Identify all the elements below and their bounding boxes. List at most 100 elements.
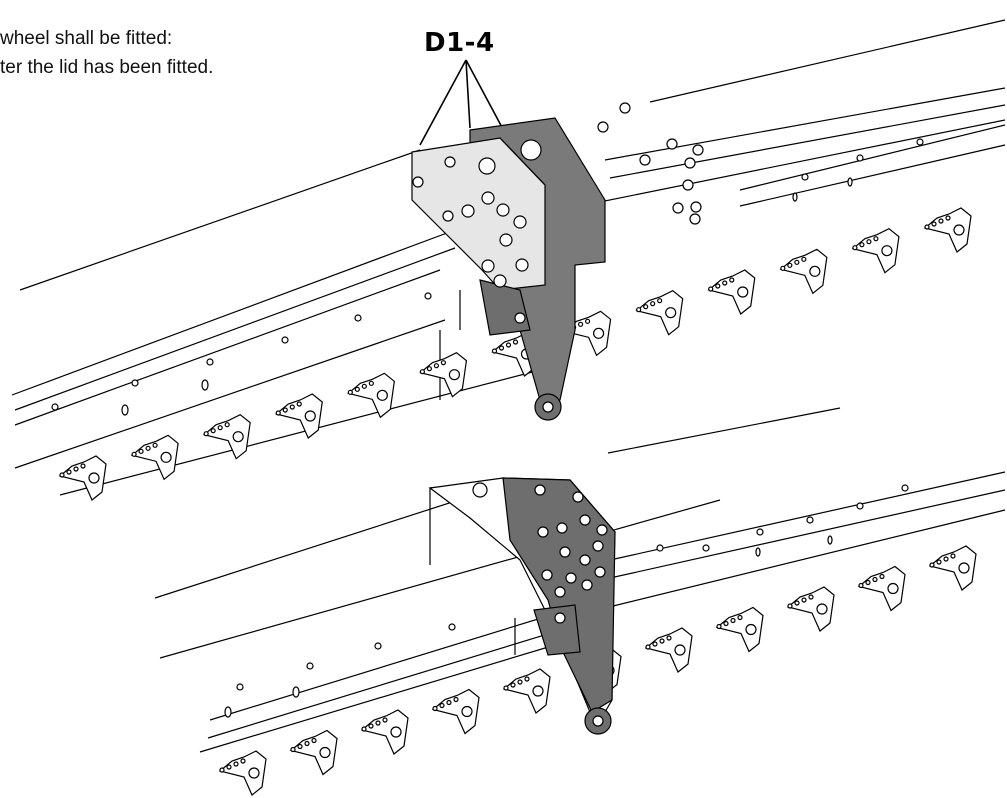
chain-pin (73, 466, 79, 472)
chain-pin (659, 638, 665, 644)
chain-link (644, 627, 693, 673)
chain-pin (929, 562, 935, 568)
chain-pin (368, 380, 374, 386)
chain-pin (289, 404, 295, 410)
upper-bracket-bolts (412, 156, 529, 324)
chain-pin (584, 318, 591, 324)
chain-hole (737, 286, 749, 298)
chain-pin (873, 236, 879, 242)
chain-link (347, 372, 395, 419)
upper-wheel-hub (542, 401, 554, 413)
chain-pin (296, 401, 302, 407)
chain-pin (290, 746, 296, 753)
chain-pin (433, 363, 440, 369)
chain-pin (226, 764, 232, 770)
chain-hole (376, 389, 388, 401)
chain-pin (80, 463, 86, 469)
chain-link (563, 310, 612, 357)
upper-bracket (411, 117, 606, 421)
chain-pin (945, 215, 951, 221)
chain-pin (708, 286, 714, 292)
chain-link (202, 413, 251, 460)
chain-pin (657, 298, 663, 304)
chain-link (419, 351, 468, 398)
chain-link (635, 289, 684, 336)
chain-pin (936, 559, 942, 565)
chain-pin (440, 360, 447, 366)
chain-pin (382, 717, 388, 723)
chain-pin (210, 428, 216, 434)
chain-pin (361, 726, 367, 732)
chain-hole (461, 705, 473, 718)
chain-link (130, 434, 179, 481)
chain-link (58, 455, 107, 501)
chain-hole (887, 582, 899, 595)
lower-assembly (154, 407, 1006, 796)
chain-pin (524, 676, 530, 682)
chain-pin (297, 743, 303, 750)
chain-pin (304, 740, 310, 747)
upper-assembly (11, 19, 1006, 501)
chain-pin (354, 386, 360, 392)
chain-pin (723, 620, 729, 627)
upper-rail-bolts (51, 138, 924, 416)
chain-pin (931, 221, 937, 227)
chain-hole (953, 224, 965, 236)
chain-pin (432, 705, 438, 712)
instruction-note-line1: wheel shall be fitted: (0, 28, 173, 49)
chain-pin (859, 242, 865, 248)
chain-pin (131, 451, 137, 457)
chain-pin (650, 301, 656, 307)
chain-hole (745, 623, 757, 636)
chain-hole (816, 603, 828, 615)
chain-pin (872, 576, 878, 583)
chain-pin (794, 259, 800, 265)
lower-bracket-bolts (534, 484, 608, 624)
leader-line-2 (465, 59, 471, 129)
chain-hole (248, 767, 260, 779)
chain-pin (794, 600, 800, 606)
upper-rod-bolts (597, 102, 704, 225)
chain-hole (665, 307, 677, 319)
chain-pin (787, 603, 793, 609)
lower-wheel-hub (592, 715, 604, 727)
lower-clip (533, 604, 581, 656)
chain-pin (517, 679, 523, 685)
callout-label: D1-4 (424, 28, 495, 58)
chain-pin (722, 280, 728, 286)
chain-link (707, 269, 756, 315)
chain-pin (419, 369, 426, 375)
chain-pin (426, 366, 433, 372)
chain-link (857, 565, 906, 612)
upper-rails (11, 19, 1006, 496)
instruction-note: wheel shall be fitted: ter the lid has b… (0, 24, 213, 82)
chain-pin (503, 685, 509, 691)
chain-pin (510, 682, 516, 688)
chain-pin (219, 767, 225, 773)
chain-pin (801, 256, 807, 262)
instruction-note-line2: ter the lid has been fitted. (0, 57, 214, 78)
chain-pin (217, 425, 223, 431)
chain-pin (311, 737, 317, 744)
chain-pin (636, 307, 642, 313)
chain-hole (532, 685, 544, 697)
chain-pin (643, 304, 649, 310)
chain-pin (808, 594, 814, 600)
chain-pin (938, 218, 944, 224)
upper-chain (58, 207, 972, 501)
chain-pin (152, 442, 158, 448)
chain-link (928, 545, 977, 591)
chain-pin (950, 553, 956, 559)
chain-hole (958, 562, 970, 574)
chain-pin (801, 597, 807, 603)
chain-hole (592, 327, 605, 339)
chain-hole (881, 245, 893, 257)
chain-hole (304, 410, 316, 422)
chain-pin (729, 277, 735, 283)
chain-link (923, 207, 972, 253)
chain-link (431, 688, 480, 735)
chain-pin (282, 407, 288, 413)
chain-hole (390, 726, 402, 738)
